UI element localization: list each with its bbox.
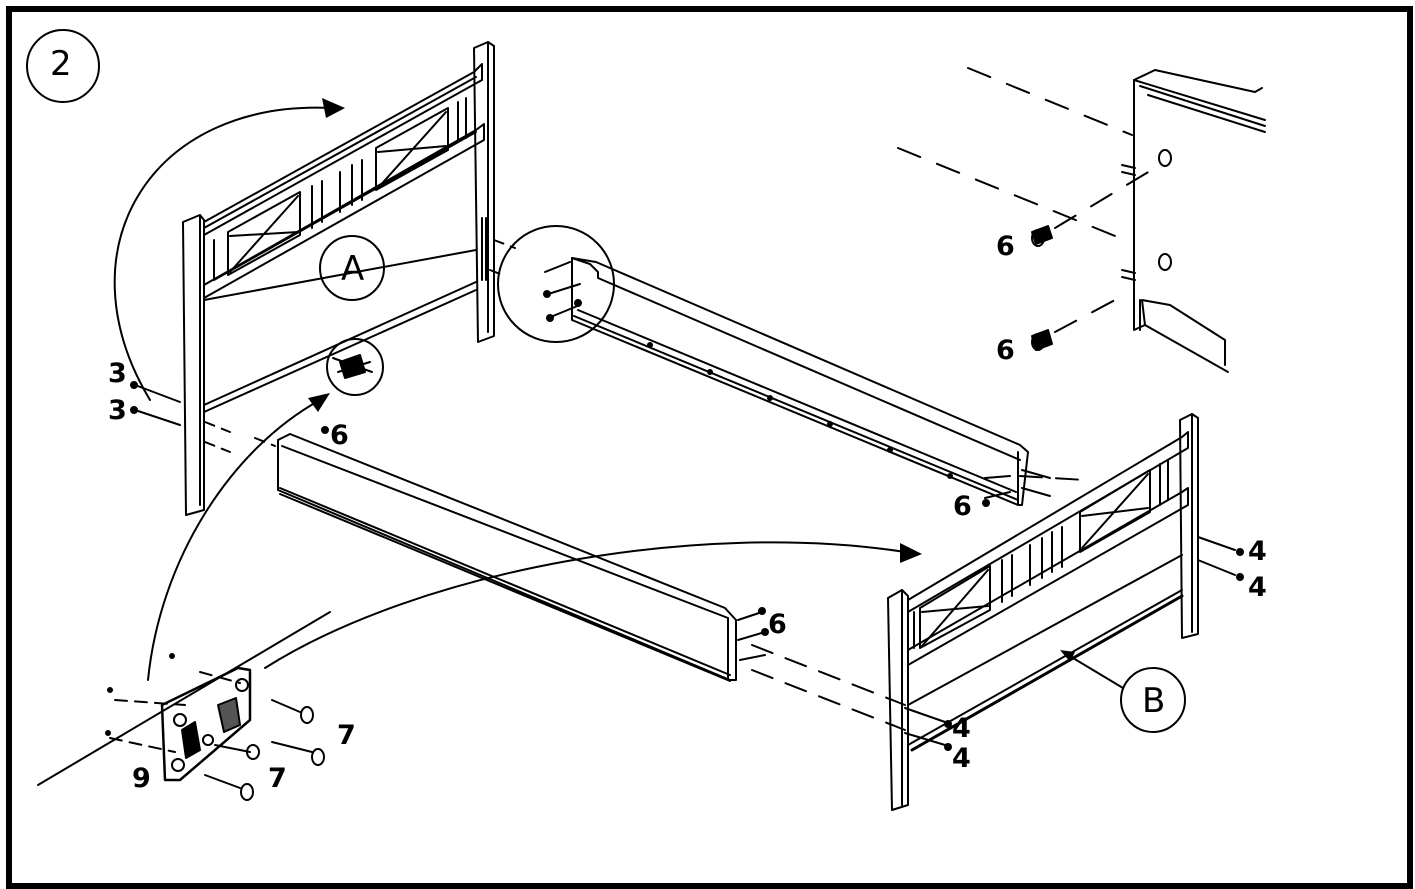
diagram-frame xyxy=(6,6,1413,889)
hb-bolts xyxy=(130,381,181,426)
fastener-label-4a: 4 xyxy=(1248,536,1267,567)
fastener-label-4c: 4 xyxy=(952,713,971,744)
fastener-label-6c: 6 xyxy=(996,335,1015,366)
fastener-label-3a: 3 xyxy=(108,358,127,389)
step-circle xyxy=(26,29,100,103)
dowels-detail xyxy=(543,261,582,322)
end-detail-dashes xyxy=(897,67,1161,333)
fastener-label-9: 9 xyxy=(132,763,151,794)
end-detail-dowels xyxy=(1031,225,1053,351)
part-b-label: B xyxy=(1142,681,1166,721)
end-detail xyxy=(1121,69,1266,373)
bracket-plate xyxy=(160,666,252,782)
fastener-label-7a: 7 xyxy=(337,720,356,751)
arrow-bracket-up xyxy=(147,393,330,681)
side-rail-front xyxy=(277,426,769,682)
arrow-to-footboard xyxy=(264,541,922,669)
detail-circle-small xyxy=(326,338,384,396)
part-b-leader xyxy=(1060,650,1124,689)
part-a-label: A xyxy=(341,249,365,289)
screws xyxy=(204,699,325,801)
bracket-guides xyxy=(37,611,331,786)
fastener-label-4d: 4 xyxy=(952,743,971,774)
fastener-label-3b: 3 xyxy=(108,395,127,426)
dash-lines-hb xyxy=(204,239,516,453)
footboard xyxy=(887,413,1244,811)
fastener-label-6e: 6 xyxy=(768,609,787,640)
part-b-circle xyxy=(1120,667,1186,733)
rotate-arrow xyxy=(113,98,345,401)
step-number: 2 xyxy=(50,44,72,84)
bracket-mini xyxy=(332,354,373,379)
fastener-label-7b: 7 xyxy=(268,763,287,794)
fastener-label-6d: 6 xyxy=(953,491,972,522)
dash-lines-fb xyxy=(751,475,1086,731)
fastener-label-6a: 6 xyxy=(330,420,349,451)
fastener-label-6b: 6 xyxy=(996,231,1015,262)
side-rail-back xyxy=(571,257,1051,507)
part-a-circle xyxy=(319,235,385,301)
fastener-label-4b: 4 xyxy=(1248,572,1267,603)
